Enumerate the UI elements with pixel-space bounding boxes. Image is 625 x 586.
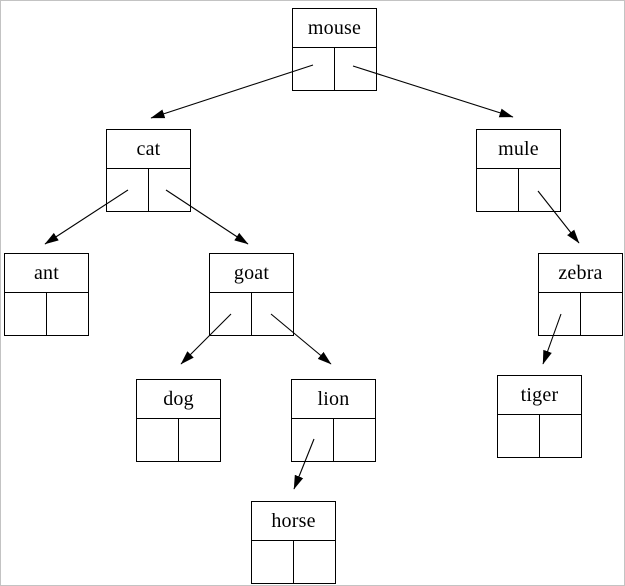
pointer-cells (107, 169, 190, 211)
left-pointer-cell (539, 293, 581, 335)
node-label: cat (107, 130, 190, 169)
right-pointer-cell (294, 541, 335, 583)
right-pointer-cell (252, 293, 293, 335)
pointer-cells (137, 419, 220, 461)
tree-node-horse: horse (251, 501, 336, 584)
tree-node-tiger: tiger (497, 375, 582, 458)
right-pointer-cell (519, 169, 560, 211)
pointer-cells (477, 169, 560, 211)
node-label: horse (252, 502, 335, 541)
right-pointer-cell (335, 48, 376, 90)
tree-node-cat: cat (106, 129, 191, 212)
pointer-cells (498, 415, 581, 457)
left-pointer-cell (210, 293, 252, 335)
node-label: zebra (539, 254, 622, 293)
right-pointer-cell (47, 293, 88, 335)
left-pointer-cell (292, 419, 334, 461)
right-pointer-cell (540, 415, 581, 457)
tree-node-mule: mule (476, 129, 561, 212)
edge-mouse-mule (352, 65, 514, 118)
pointer-cells (210, 293, 293, 335)
left-pointer-cell (293, 48, 335, 90)
node-label: mule (477, 130, 560, 169)
pointer-cells (5, 293, 88, 335)
node-label: tiger (498, 376, 581, 415)
tree-node-dog: dog (136, 379, 221, 462)
tree-node-lion: lion (291, 379, 376, 462)
left-pointer-cell (5, 293, 47, 335)
pointer-cells (292, 419, 375, 461)
node-label: goat (210, 254, 293, 293)
left-pointer-cell (137, 419, 179, 461)
left-pointer-cell (498, 415, 540, 457)
tree-node-zebra: zebra (538, 253, 623, 336)
right-pointer-cell (179, 419, 220, 461)
tree-node-mouse: mouse (292, 8, 377, 91)
right-pointer-cell (334, 419, 375, 461)
node-label: mouse (293, 9, 376, 48)
node-label: lion (292, 380, 375, 419)
left-pointer-cell (477, 169, 519, 211)
edge-mouse-cat (150, 64, 314, 119)
pointer-cells (293, 48, 376, 90)
left-pointer-cell (107, 169, 149, 211)
node-label: dog (137, 380, 220, 419)
left-pointer-cell (252, 541, 294, 583)
node-label: ant (5, 254, 88, 293)
tree-node-goat: goat (209, 253, 294, 336)
pointer-cells (252, 541, 335, 583)
right-pointer-cell (149, 169, 190, 211)
right-pointer-cell (581, 293, 622, 335)
pointer-cells (539, 293, 622, 335)
tree-node-ant: ant (4, 253, 89, 336)
